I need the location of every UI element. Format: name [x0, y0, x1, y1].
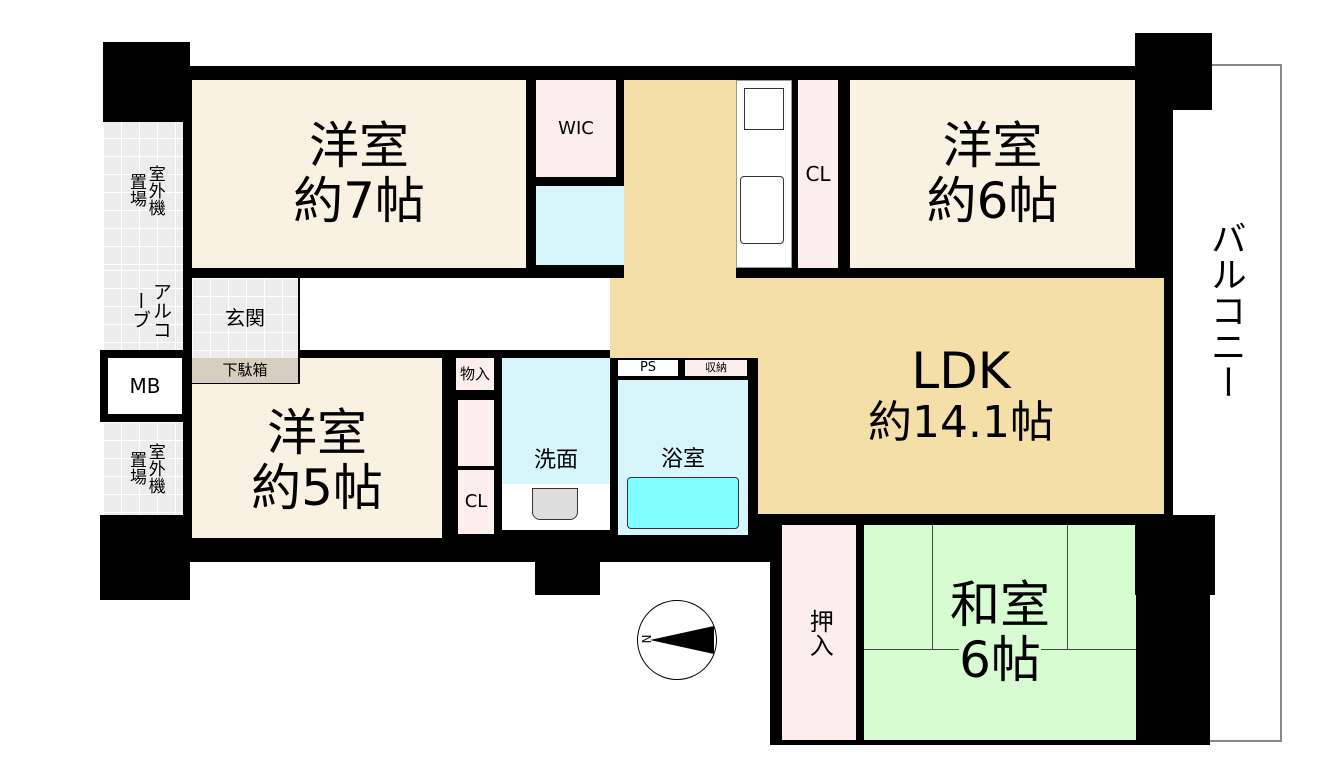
room-name: 和室 [950, 575, 1050, 634]
pillar [1135, 515, 1215, 595]
shuno: 収納 [685, 360, 747, 376]
hallway [300, 278, 620, 350]
room-name: 洋室 [309, 117, 409, 175]
alcove-text: アルコーブ [129, 281, 172, 339]
compass-needle-icon [650, 626, 714, 654]
ac-space-upper [103, 120, 185, 270]
washbasin-icon [532, 488, 578, 520]
western-room-6: 洋室 約6帖 [850, 80, 1135, 268]
alcove-label: アルコーブ [120, 272, 180, 348]
western-room-5-north [300, 358, 442, 388]
mb: MB [108, 358, 182, 414]
room-name: 洋室 [942, 117, 1043, 175]
ldk-corridor [624, 80, 736, 280]
room-size: 約6帖 [926, 172, 1059, 230]
alcove [103, 270, 185, 350]
room-size: 6帖 [959, 630, 1041, 689]
washroom: 洗面 [502, 358, 610, 484]
wic: WIC [536, 80, 616, 177]
pillar [100, 515, 190, 600]
room-size: 約7帖 [293, 172, 425, 230]
oshiire: 押入 [782, 525, 856, 740]
japanese-room: 和室 6帖 [864, 525, 1136, 740]
balcony [1208, 64, 1282, 742]
closet-western-5: CL [458, 470, 494, 534]
ldk-floor-west [610, 278, 760, 358]
ldk: LDK 約14.1帖 [758, 278, 1164, 514]
closet-upper [458, 400, 494, 466]
ac-space-text: 室外機置場 [126, 442, 165, 494]
compass-north-label: N [638, 634, 653, 644]
western-room-7: 洋室 約7帖 [192, 80, 526, 268]
oshiire-text: 押入 [805, 608, 834, 657]
room-name: 洋室 [267, 404, 367, 462]
pillar [1135, 33, 1212, 110]
pillar [535, 555, 600, 595]
ac-space-lower [103, 422, 185, 517]
bathtub-icon [627, 477, 739, 529]
western-room-5: 洋室 約5帖 [192, 384, 442, 538]
storage: 物入 [456, 358, 494, 390]
balcony-label: バルコニー [1204, 220, 1246, 400]
stove-icon [744, 88, 784, 130]
toilet [536, 186, 640, 265]
room-size: 約5帖 [251, 459, 383, 517]
ac-space-upper-label: 室外機置場 [110, 150, 180, 230]
kitchen-counter [736, 80, 792, 268]
ac-space-lower-label: 室外機置場 [110, 428, 180, 508]
compass [637, 600, 717, 680]
entrance: 玄関 [192, 278, 298, 358]
pillar [103, 42, 190, 122]
ac-space-text: 室外機置場 [126, 164, 165, 216]
shoe-box: 下駄箱 [192, 358, 298, 383]
closet-ldk: CL [798, 80, 838, 268]
ps-bath: PS [618, 360, 678, 376]
sink-icon [740, 176, 784, 244]
room-name: LDK [911, 342, 1011, 401]
room-size: 約14.1帖 [868, 397, 1054, 449]
